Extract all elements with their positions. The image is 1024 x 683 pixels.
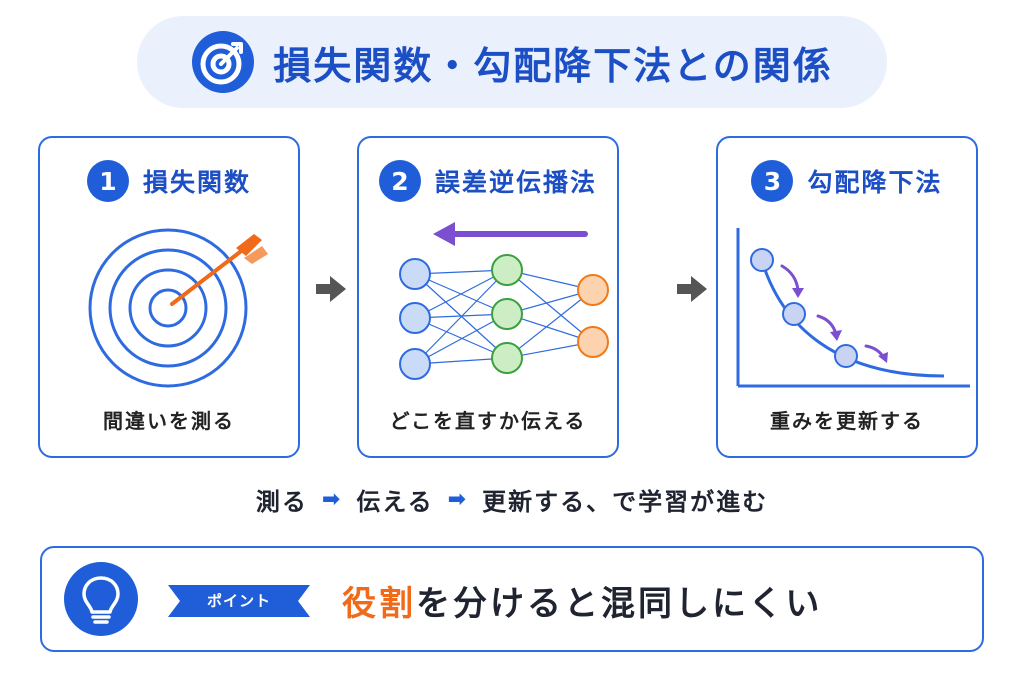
point-tag-label: ポイント bbox=[206, 592, 271, 610]
step-number-badge: 2 bbox=[378, 160, 421, 202]
point-message: 役割を分けると混同しにくい bbox=[342, 576, 822, 625]
target-icon bbox=[192, 31, 255, 93]
step-header: 1 損失関数 bbox=[40, 160, 298, 202]
step-header: 2 誤差逆伝播法 bbox=[359, 160, 617, 202]
step-caption: どこを直すか伝える bbox=[389, 409, 587, 433]
step-header: 3 勾配降下法 bbox=[718, 160, 976, 202]
descent-curve-icon bbox=[736, 228, 970, 388]
step-caption: 重みを更新する bbox=[770, 409, 924, 433]
backward-arrow-icon bbox=[433, 222, 588, 246]
flow-summary: 測る ➡ 伝える ➡ 更新する、で学習が進む bbox=[0, 482, 1024, 517]
step-card-gradient-descent: 3 勾配降下法 重みを更新する bbox=[716, 136, 978, 458]
title-banner: 損失関数・勾配降下法との関係 bbox=[137, 16, 887, 108]
step-caption: 間違いを測る bbox=[103, 409, 235, 433]
tag-ribbon bbox=[168, 585, 310, 617]
flow-step-propagate: 伝える bbox=[356, 488, 434, 516]
step-title: 勾配降下法 bbox=[807, 168, 943, 197]
step-number-badge: 1 bbox=[86, 160, 129, 202]
point-highlight: 役割 bbox=[342, 584, 416, 624]
page-title: 損失関数・勾配降下法との関係 bbox=[273, 43, 833, 88]
step-card-loss-function: 1 損失関数 間違いを測る bbox=[38, 136, 300, 458]
arrow-right-icon bbox=[316, 276, 346, 302]
point-callout: ポイント 役割を分けると混同しにくい bbox=[40, 546, 984, 652]
point-message-rest: を分けると混同しにくい bbox=[416, 584, 823, 624]
step-number-badge: 3 bbox=[751, 160, 794, 202]
target-arrow-icon bbox=[88, 228, 268, 388]
neural-network-icon bbox=[399, 222, 609, 380]
step-title: 損失関数 bbox=[142, 168, 251, 197]
flow-step-measure: 測る bbox=[255, 488, 308, 516]
arrow-right-icon: ➡ bbox=[321, 487, 343, 512]
step-card-backpropagation: 2 誤差逆伝播法 どこを直すか伝える bbox=[357, 136, 619, 458]
flow-step-update: 更新する、で学習が進む bbox=[482, 488, 769, 516]
lightbulb-icon bbox=[64, 562, 138, 636]
step-title: 誤差逆伝播法 bbox=[434, 168, 597, 197]
arrow-right-icon: ➡ bbox=[447, 487, 469, 512]
arrow-right-icon bbox=[677, 276, 707, 302]
point-tag: ポイント bbox=[168, 585, 310, 617]
